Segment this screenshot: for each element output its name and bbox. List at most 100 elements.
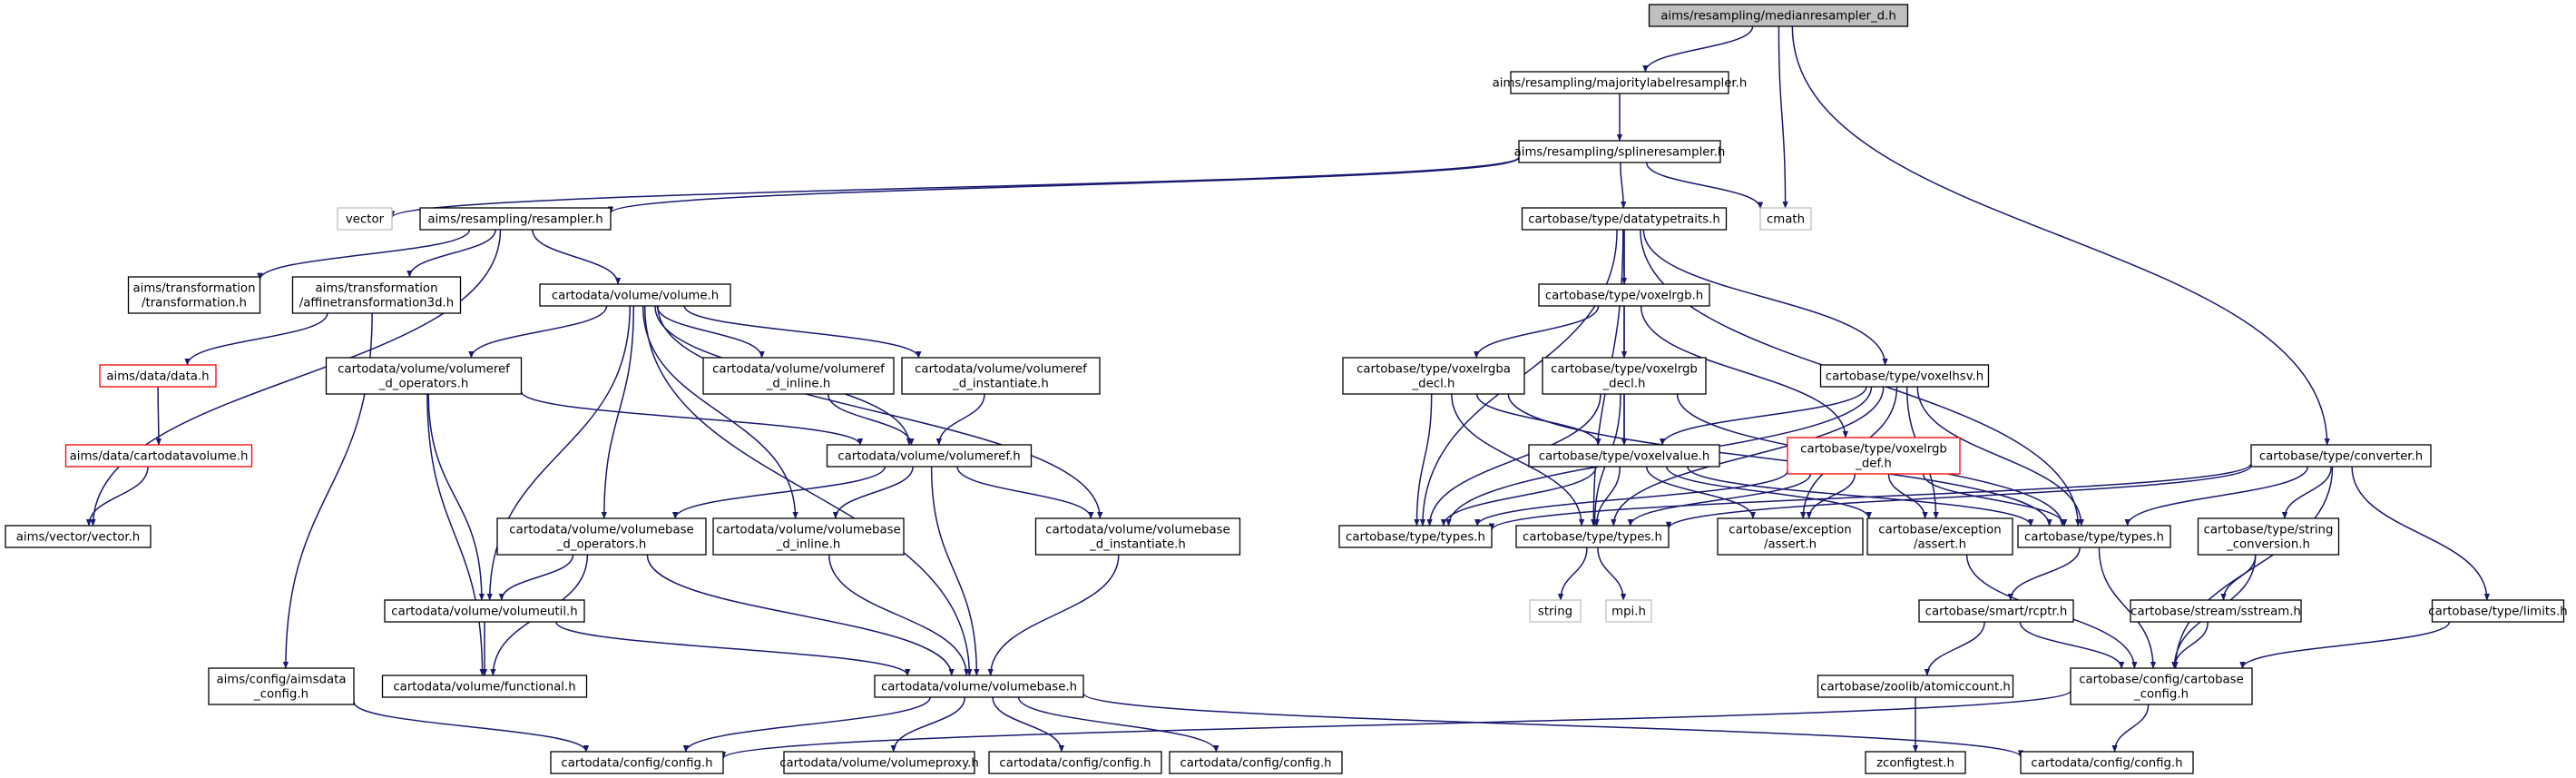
edge-types2-to-mpi <box>1597 547 1627 601</box>
node-types2[interactable]: cartobase/type/types.h <box>1515 525 1670 548</box>
node-data[interactable]: aims/data/data.h <box>99 364 217 388</box>
edge-voxelrgba_decl-to-voxelvalue <box>1475 393 1601 446</box>
edge-resampler-to-transformation <box>257 229 471 281</box>
node-root[interactable]: aims/resampling/medianresampler_d.h <box>1648 4 1909 27</box>
node-cartobase_config[interactable]: cartobase/config/cartobase_config.h <box>2070 667 2253 705</box>
edge-volumebase-to-cd_config3 <box>1017 696 1219 753</box>
node-cd_config3[interactable]: cartodata/config/config.h <box>1169 751 1343 774</box>
node-voxelhsv[interactable]: cartobase/type/voxelhsv.h <box>1819 364 1990 388</box>
edge-voxelrgba_decl-to-types1 <box>1414 393 1433 527</box>
edge-spline-to-resampler <box>608 157 1520 214</box>
node-box <box>2070 667 2253 705</box>
edge-volume-to-vref_inline <box>656 305 765 359</box>
node-volumeproxy[interactable]: cartodata/volume/volumeproxy.h <box>779 751 979 774</box>
edge-spline-to-vector <box>389 156 1520 219</box>
node-label: cartodata/volume/volumeproxy.h <box>779 757 979 771</box>
nodes-layer: aims/resampling/medianresampler_d.h aims/… <box>5 4 2568 774</box>
edge-vbase_ops-to-volumebase <box>646 554 955 676</box>
node-sstream[interactable]: cartobase/stream/sstream.h <box>2130 599 2302 623</box>
node-types1[interactable]: cartobase/type/types.h <box>1338 525 1493 548</box>
node-label: _d_operators.h <box>378 378 469 391</box>
node-functional[interactable]: cartodata/volume/functional.h <box>381 675 588 698</box>
node-label: cartodata/volume/functional.h <box>393 681 575 694</box>
node-label: _d_instantiate.h <box>952 378 1049 391</box>
node-voxelrgb_decl[interactable]: cartobase/type/voxelrgb_decl.h <box>1542 357 1707 395</box>
edge-volume-to-volumebase <box>643 305 973 676</box>
node-voxelrgb[interactable]: cartobase/type/voxelrgb.h <box>1538 283 1710 307</box>
node-label: /transformation.h <box>142 297 247 310</box>
node-aimsdataconfig[interactable]: aims/config/aimsdata_config.h <box>208 667 355 705</box>
node-volumeref[interactable]: cartodata/volume/volumeref.h <box>826 444 1033 468</box>
node-datatypetraits[interactable]: cartobase/type/datatypetraits.h <box>1521 207 1728 231</box>
node-vbase_ops[interactable]: cartodata/volume/volumebase_d_operators.… <box>496 517 707 556</box>
node-cd_config1[interactable]: cartodata/config/config.h <box>550 751 724 774</box>
node-string_conv[interactable]: cartobase/type/string_conversion.h <box>2197 517 2340 556</box>
node-label: vector <box>346 213 385 227</box>
node-affine[interactable]: aims/transformation/affinetransformation… <box>291 276 462 314</box>
node-label: aims/data/cartodatavolume.h <box>70 450 249 464</box>
node-cd_config4[interactable]: cartodata/config/config.h <box>2020 751 2194 774</box>
edge-volumeref-to-vbase_inline <box>832 466 914 519</box>
node-cartodatavolume[interactable]: aims/data/cartodatavolume.h <box>64 444 253 468</box>
edge-voxelrgb_def-to-assert2 <box>1887 473 1928 519</box>
node-label: cartobase/type/string <box>2204 524 2334 537</box>
node-box <box>1865 751 1966 774</box>
node-label: _d_inline.h <box>776 538 841 552</box>
node-vref_inst[interactable]: cartodata/volume/volumeref_d_instantiate… <box>901 357 1101 395</box>
edge-data-to-cartodatavolume <box>155 386 162 446</box>
node-limits[interactable]: cartobase/type/limits.h <box>2428 599 2568 623</box>
node-majority[interactable]: aims/resampling/majoritylabelresampler.h <box>1493 71 1748 94</box>
node-assert2[interactable]: cartobase/exception/assert.h <box>1866 517 2013 556</box>
node-vbase_inline[interactable]: cartodata/volume/volumebase_d_inline.h <box>712 517 905 556</box>
node-label: cartodata/volume/volume.h <box>552 290 719 303</box>
node-types3[interactable]: cartobase/type/types.h <box>2017 525 2171 548</box>
node-vref_ops[interactable]: cartodata/volume/volumeref_d_operators.h <box>325 357 523 395</box>
node-voxelvalue[interactable]: cartobase/type/voxelvalue.h <box>1528 444 1720 468</box>
node-converter[interactable]: cartobase/type/converter.h <box>2250 444 2432 468</box>
node-volumeutil[interactable]: cartodata/volume/volumeutil.h <box>384 599 585 623</box>
node-cd_config2[interactable]: cartodata/config/config.h <box>988 751 1162 774</box>
node-zconfigtest[interactable]: zconfigtest.h <box>1865 751 1966 774</box>
node-string[interactable]: string <box>1529 599 1582 623</box>
edge-voxelhsv-to-types3 <box>1916 386 2084 527</box>
node-assert1[interactable]: cartobase/exception/assert.h <box>1717 517 1864 556</box>
node-rcptr[interactable]: cartobase/smart/rcptr.h <box>1918 599 2074 623</box>
node-label: _conversion.h <box>2226 538 2310 552</box>
edge-voxelvalue-to-types3 <box>1687 466 2034 527</box>
node-resampler[interactable]: aims/resampling/resampler.h <box>419 207 612 231</box>
node-voxelrgba_decl[interactable]: cartobase/type/voxelrgba_decl.h <box>1342 357 1525 395</box>
edge-root-to-converter <box>1791 25 2330 446</box>
node-label: cartodata/config/config.h <box>1180 757 1331 771</box>
node-spline[interactable]: aims/resampling/splineresampler.h <box>1514 140 1726 163</box>
node-volumebase[interactable]: cartodata/volume/volumebase.h <box>874 675 1084 698</box>
node-atomiccount[interactable]: cartobase/zoolib/atomiccount.h <box>1817 675 2014 698</box>
edge-root-to-majority <box>1642 25 1754 73</box>
node-box <box>337 207 393 231</box>
edge-voxelrgb-to-voxelrgba_decl <box>1474 305 1600 359</box>
node-label: cartobase/type/types.h <box>1346 531 1485 545</box>
edge-volume-to-vref_ops <box>468 305 608 359</box>
node-volume[interactable]: cartodata/volume/volume.h <box>539 283 731 307</box>
edge-root-to-cmath <box>1778 25 1788 209</box>
edge-voxelrgb-to-voxelrgb_def <box>1640 305 1849 438</box>
node-vref_inline[interactable]: cartodata/volume/volumeref_d_inline.h <box>702 357 895 395</box>
node-transformation[interactable]: aims/transformation/transformation.h <box>127 276 261 314</box>
node-box <box>291 276 462 314</box>
node-voxelrgb_def[interactable]: cartobase/type/voxelrgb_def.h <box>1787 437 1961 475</box>
node-vbase_inst[interactable]: cartodata/volume/volumebase_d_instantiat… <box>1034 517 1241 556</box>
node-cmath[interactable]: cmath <box>1759 207 1812 231</box>
edge-vbase_ops-to-volumeutil <box>498 554 574 601</box>
edge-volumeref-to-vbase_inst <box>956 466 1094 519</box>
node-box <box>2130 599 2302 623</box>
node-label: cartobase/type/voxelrgba <box>1357 363 1511 377</box>
node-box <box>208 667 355 705</box>
edge-limits-to-cartobase_config <box>2239 621 2451 669</box>
node-aimsvector[interactable]: aims/vector/vector.h <box>5 525 152 548</box>
node-label: cartodata/config/config.h <box>999 757 1151 771</box>
node-vector[interactable]: vector <box>337 207 393 231</box>
node-mpi[interactable]: mpi.h <box>1605 599 1652 623</box>
node-label: cartobase/type/voxelvalue.h <box>1539 450 1710 464</box>
node-label: _config.h <box>253 688 309 702</box>
node-label: cartodata/volume/volumebase <box>716 524 900 537</box>
